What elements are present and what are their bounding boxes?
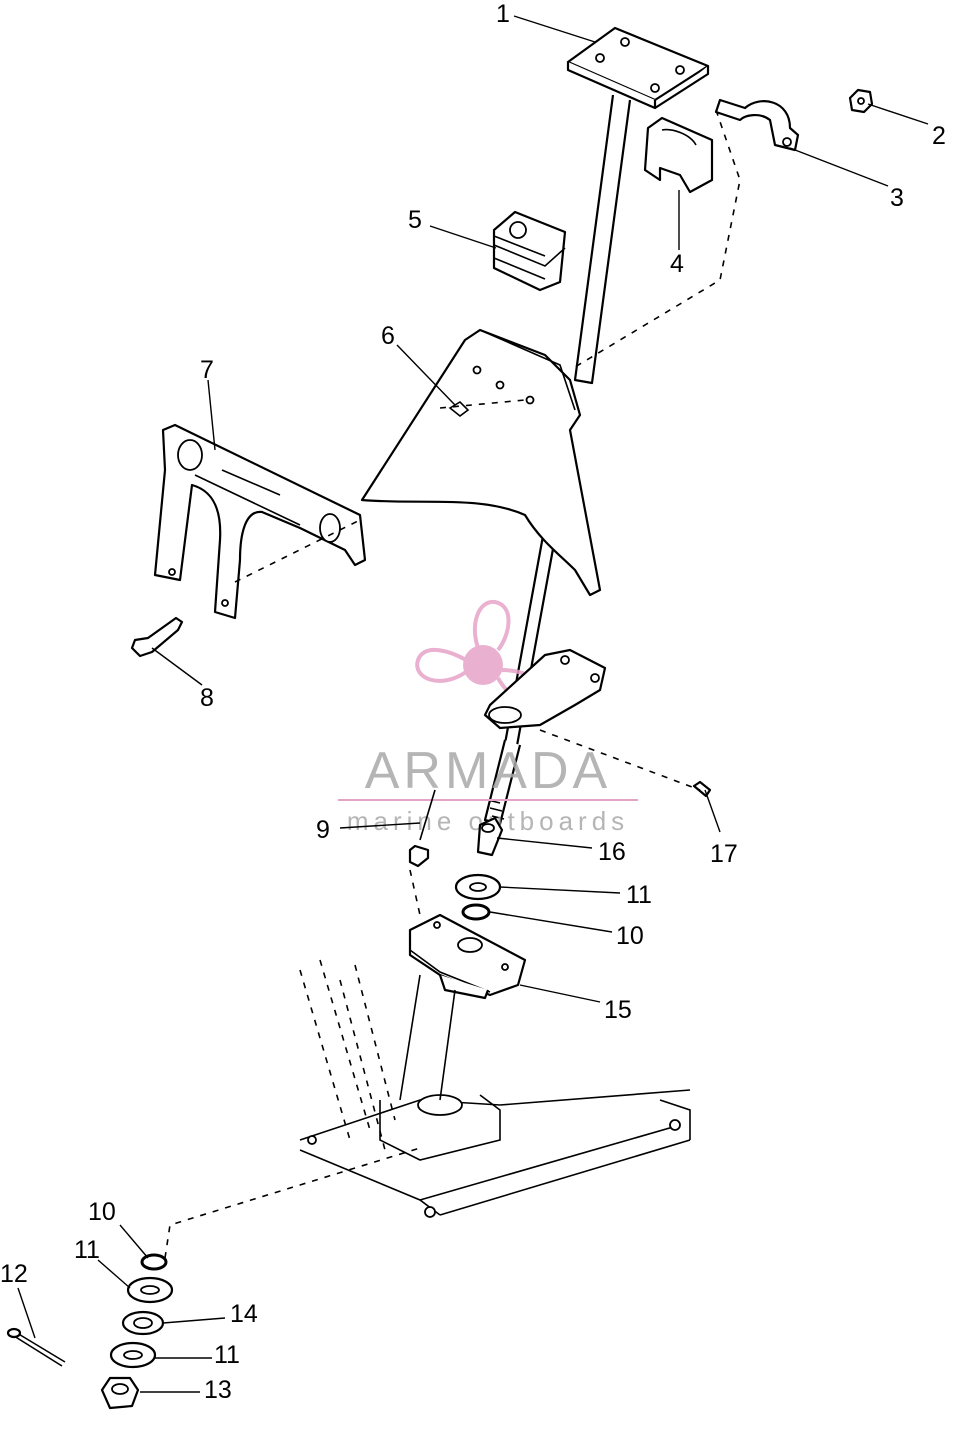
steering-arm-bracket [483, 648, 607, 730]
bolt [130, 616, 184, 658]
callout-1: 1 [496, 0, 510, 28]
callout-5: 5 [408, 206, 422, 234]
washer-11-lower-b [109, 1341, 157, 1369]
bushing [643, 116, 714, 194]
castle-nut-13 [100, 1376, 140, 1410]
callout-13: 13 [204, 1376, 232, 1404]
tie-rod-end [476, 816, 504, 857]
callout-11-lower-b: 11 [214, 1341, 240, 1369]
cotter-pin-12 [6, 1327, 66, 1367]
screw-17 [692, 780, 712, 798]
callout-11-lower-a: 11 [74, 1236, 100, 1264]
pivot-plate [360, 328, 602, 597]
spacer-14 [121, 1310, 165, 1336]
o-ring-10-lower [140, 1253, 168, 1271]
o-ring-10-upper [461, 903, 491, 921]
cotter-pin-9 [408, 789, 436, 868]
callout-15: 15 [604, 996, 632, 1024]
callout-6: 6 [381, 322, 395, 350]
callout-10-lower: 10 [88, 1198, 116, 1226]
nut [848, 88, 874, 114]
callout-4: 4 [670, 250, 684, 278]
mounting-bracket [153, 423, 367, 620]
callout-10-upper: 10 [616, 922, 644, 950]
watermark-brand: ARMADA [365, 742, 611, 800]
callout-12: 12 [0, 1260, 28, 1288]
frame-outline [299, 959, 691, 1218]
callout-17: 17 [710, 840, 738, 868]
callout-11-upper: 11 [626, 881, 652, 909]
callout-8: 8 [200, 684, 214, 712]
bearing-block [399, 913, 527, 1101]
callout-3: 3 [890, 184, 904, 212]
washer-11-lower-a [126, 1276, 174, 1304]
leader-lines [17, 15, 929, 1393]
rubber-block [492, 210, 567, 292]
callout-7: 7 [200, 356, 214, 384]
steering-post [483, 26, 710, 826]
callouts: 1 2 3 4 5 6 7 8 9 16 17 11 10 15 10 11 1… [0, 0, 946, 1404]
washer-11-upper [454, 873, 502, 901]
callout-2: 2 [932, 122, 946, 150]
watermark: ARMADA marine outboards [338, 599, 638, 836]
callout-16: 16 [598, 838, 626, 866]
clamp [714, 98, 800, 152]
callout-14: 14 [230, 1300, 258, 1328]
callout-9: 9 [316, 816, 330, 844]
